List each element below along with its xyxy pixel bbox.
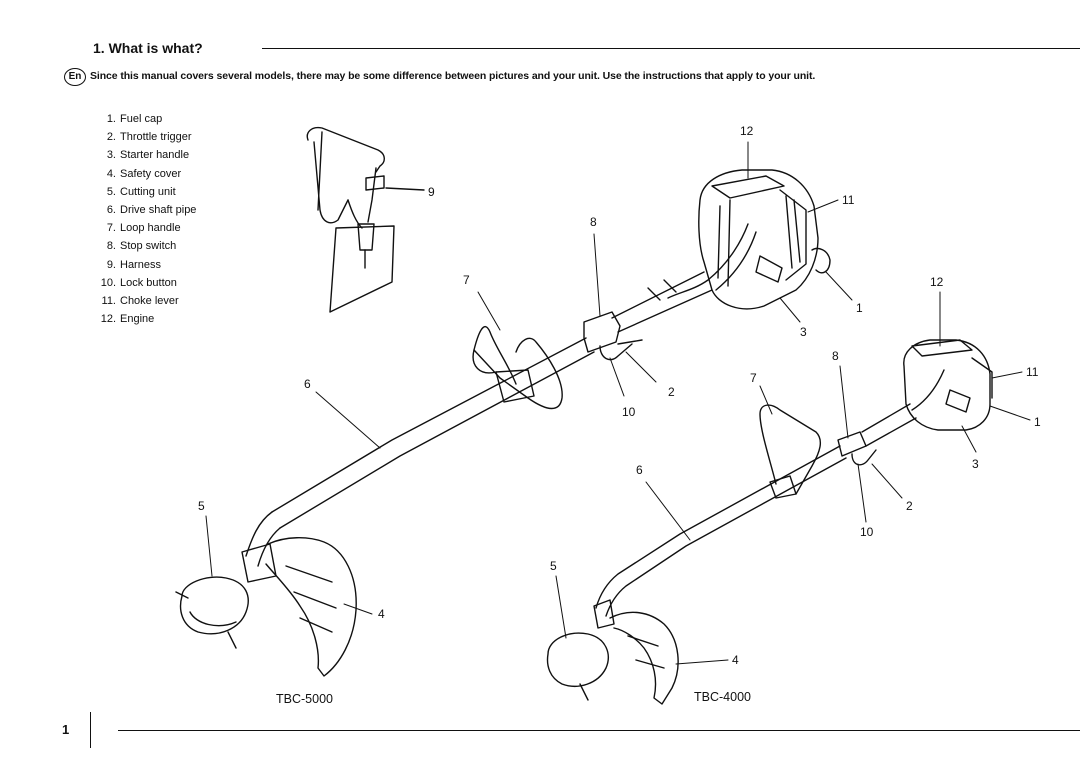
callout-leaders <box>205 141 1031 665</box>
callout-5000-cutting-unit: 5 <box>198 499 205 513</box>
legend-item: 10.Lock button <box>100 276 177 289</box>
models-notice: Since this manual covers several models,… <box>90 70 816 82</box>
page-number-divider <box>90 712 91 748</box>
callout-numbers: 9 12 11 1 3 8 7 2 10 6 5 4 12 11 1 3 8 7… <box>198 124 1041 667</box>
callout-4000-loop-handle: 7 <box>750 371 757 385</box>
callout-4000-lock: 10 <box>860 525 874 539</box>
callout-4000-shaft: 6 <box>636 463 643 477</box>
legend-item: 8.Stop switch <box>106 240 177 253</box>
callout-4000-throttle: 2 <box>906 499 913 513</box>
callout-5000-stop-switch: 8 <box>590 215 597 229</box>
callout-5000-cover: 4 <box>378 607 385 621</box>
callout-5000-loop-handle: 7 <box>463 273 470 287</box>
parts-legend: 1.Fuel cap 2.Throttle trigger 3.Starter … <box>94 110 197 328</box>
callout-harness: 9 <box>428 185 435 199</box>
callout-5000-starter: 3 <box>800 325 807 339</box>
callout-4000-cutting-unit: 5 <box>550 559 557 573</box>
tbc5000-illustration <box>175 169 831 677</box>
legend-item: 6.Drive shaft pipe <box>106 204 197 217</box>
callout-5000-choke: 11 <box>842 193 855 207</box>
callout-5000-fuel-cap: 1 <box>856 301 863 315</box>
legend-item: 1.Fuel cap <box>106 113 163 125</box>
legend-item: 5.Cutting unit <box>106 185 176 198</box>
callout-5000-lock: 10 <box>622 405 636 419</box>
callout-5000-shaft: 6 <box>304 377 311 391</box>
callout-4000-starter: 3 <box>972 457 979 471</box>
legend-item: 2.Throttle trigger <box>106 131 192 144</box>
title-rule <box>262 48 1080 49</box>
harness-illustration <box>306 126 425 313</box>
legend-item: 7.Loop handle <box>106 222 181 235</box>
legend-item: 11.Choke lever <box>101 295 179 308</box>
tbc4000-illustration <box>546 339 993 705</box>
callout-4000-cover: 4 <box>732 653 739 667</box>
page-number: 1 <box>62 722 70 737</box>
section-title: 1. What is what? <box>93 40 203 56</box>
callout-5000-throttle: 2 <box>668 385 675 399</box>
model-label-right: TBC-4000 <box>694 690 751 704</box>
footer-rule <box>118 730 1080 731</box>
model-label-left: TBC-5000 <box>276 692 333 706</box>
callout-4000-fuel-cap: 1 <box>1034 415 1041 429</box>
legend-item: 12.Engine <box>100 313 155 326</box>
legend-item: 4.Safety cover <box>106 167 182 180</box>
callout-4000-engine: 12 <box>930 275 944 289</box>
callout-4000-choke: 11 <box>1026 365 1039 379</box>
legend-item: 3.Starter handle <box>106 149 190 162</box>
callout-5000-engine: 12 <box>740 124 754 138</box>
legend-item: 9.Harness <box>106 258 161 271</box>
language-badge: En <box>64 68 86 86</box>
callout-4000-stop-switch: 8 <box>832 349 839 363</box>
